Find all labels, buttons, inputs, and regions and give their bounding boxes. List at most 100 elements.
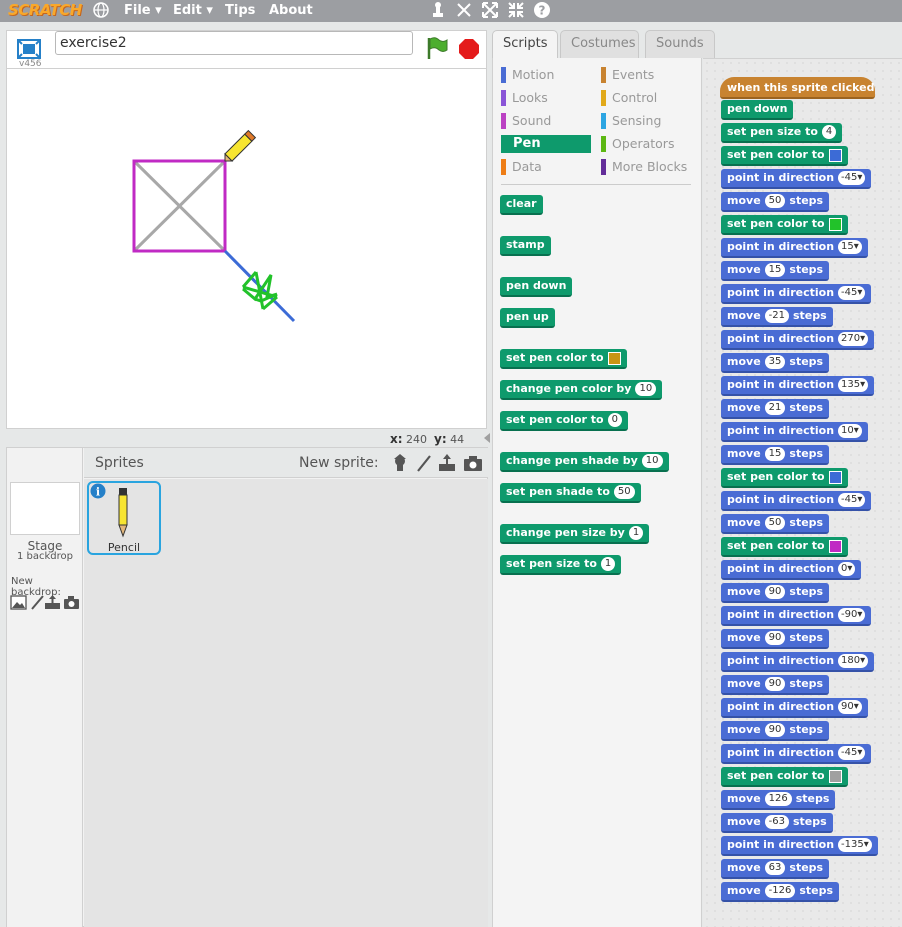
grow-icon[interactable] bbox=[480, 1, 500, 21]
block-number-input[interactable]: 0 bbox=[607, 413, 622, 427]
stop-sign-icon[interactable] bbox=[458, 38, 480, 60]
direction-dropdown[interactable]: -45▾ bbox=[838, 746, 866, 760]
direction-dropdown[interactable]: -90▾ bbox=[838, 608, 866, 622]
info-icon[interactable]: i bbox=[90, 483, 106, 499]
block-color-swatch[interactable] bbox=[828, 148, 842, 162]
upload-icon[interactable] bbox=[44, 595, 61, 610]
script-block-set-pen-color-to[interactable]: set pen color to bbox=[721, 468, 848, 488]
direction-dropdown[interactable]: -45▾ bbox=[838, 493, 866, 507]
cut-scissors-icon[interactable] bbox=[454, 1, 474, 21]
pane-splitter-icon[interactable] bbox=[483, 432, 491, 444]
edit-menu[interactable]: Edit ▾ bbox=[173, 3, 213, 18]
direction-dropdown[interactable]: -135▾ bbox=[838, 838, 872, 852]
category-sensing[interactable]: Sensing bbox=[601, 112, 701, 129]
paint-sprite-icon[interactable] bbox=[414, 454, 434, 472]
stage-thumbnail[interactable] bbox=[10, 482, 80, 535]
block-number-input[interactable]: -126 bbox=[764, 884, 796, 898]
block-number-input[interactable]: 10 bbox=[635, 382, 657, 396]
block-number-input[interactable]: 1 bbox=[600, 557, 616, 571]
upload-sprite-icon[interactable] bbox=[437, 454, 457, 472]
help-icon[interactable]: ? bbox=[532, 1, 552, 21]
block-number-input[interactable]: 4 bbox=[821, 125, 837, 139]
direction-dropdown[interactable]: 135▾ bbox=[838, 378, 869, 392]
block-number-input[interactable]: 15 bbox=[764, 447, 786, 461]
block-number-input[interactable]: 63 bbox=[764, 861, 786, 875]
palette-block-pen-up[interactable]: pen up bbox=[500, 308, 555, 328]
block-number-input[interactable]: 35 bbox=[764, 355, 786, 369]
category-looks[interactable]: Looks bbox=[501, 89, 591, 106]
scratch-logo[interactable]: SCRATCH bbox=[8, 1, 82, 19]
camera-sprite-icon[interactable] bbox=[463, 454, 483, 472]
block-number-input[interactable]: 50 bbox=[764, 516, 786, 530]
paint-image-icon[interactable] bbox=[10, 595, 27, 610]
category-control[interactable]: Control bbox=[601, 89, 701, 106]
tab-costumes[interactable]: Costumes bbox=[560, 30, 639, 58]
category-pen[interactable]: Pen bbox=[501, 135, 591, 153]
stage-canvas[interactable] bbox=[6, 68, 487, 429]
direction-dropdown[interactable]: 90▾ bbox=[838, 700, 862, 714]
block-number-input[interactable]: 90 bbox=[764, 677, 786, 691]
tips-menu[interactable]: Tips bbox=[225, 3, 256, 18]
direction-dropdown[interactable]: 180▾ bbox=[838, 654, 869, 668]
sprite-tile-pencil[interactable]: i Pencil bbox=[87, 481, 161, 555]
script-block-point-in-direction[interactable]: point in direction-90▾ bbox=[721, 606, 872, 626]
script-block-set-pen-color-to[interactable]: set pen color to bbox=[721, 146, 848, 166]
block-number-input[interactable]: 21 bbox=[764, 401, 786, 415]
block-number-input[interactable]: -21 bbox=[764, 309, 789, 323]
camera-icon[interactable] bbox=[63, 595, 80, 610]
choose-sprite-library-icon[interactable] bbox=[390, 454, 410, 472]
duplicate-stamp-icon[interactable] bbox=[428, 1, 448, 21]
block-number-input[interactable]: 126 bbox=[764, 792, 792, 806]
script-block-point-in-direction[interactable]: point in direction-45▾ bbox=[721, 169, 872, 189]
script-block-set-pen-color-to[interactable]: set pen color to bbox=[721, 767, 848, 787]
block-number-input[interactable]: 50 bbox=[613, 485, 635, 499]
direction-dropdown[interactable]: 0▾ bbox=[838, 562, 856, 576]
category-operators[interactable]: Operators bbox=[601, 135, 701, 152]
palette-block-clear[interactable]: clear bbox=[500, 195, 543, 215]
block-number-input[interactable]: 50 bbox=[764, 194, 786, 208]
script-block-point-in-direction[interactable]: point in direction-45▾ bbox=[721, 744, 872, 764]
script-block-point-in-direction[interactable]: point in direction-45▾ bbox=[721, 491, 872, 511]
block-number-input[interactable]: 90 bbox=[764, 585, 786, 599]
tab-scripts[interactable]: Scripts bbox=[492, 30, 558, 59]
block-number-input[interactable]: 1 bbox=[628, 526, 644, 540]
category-data[interactable]: Data bbox=[501, 158, 591, 175]
block-number-input[interactable]: 90 bbox=[764, 723, 786, 737]
script-block-point-in-direction[interactable]: point in direction-135▾ bbox=[721, 836, 878, 856]
globe-icon[interactable] bbox=[91, 1, 111, 21]
block-color-swatch[interactable] bbox=[828, 769, 842, 783]
palette-block-pen-down[interactable]: pen down bbox=[500, 277, 573, 297]
category-motion[interactable]: Motion bbox=[501, 66, 591, 83]
script-block-point-in-direction[interactable]: point in direction-45▾ bbox=[721, 284, 872, 304]
block-number-input[interactable]: -63 bbox=[764, 815, 789, 829]
block-color-swatch[interactable] bbox=[828, 470, 842, 484]
project-title-input[interactable] bbox=[55, 31, 413, 55]
block-number-input[interactable]: 90 bbox=[764, 631, 786, 645]
palette-block-set-pen-color-to[interactable]: set pen color to bbox=[500, 349, 627, 369]
